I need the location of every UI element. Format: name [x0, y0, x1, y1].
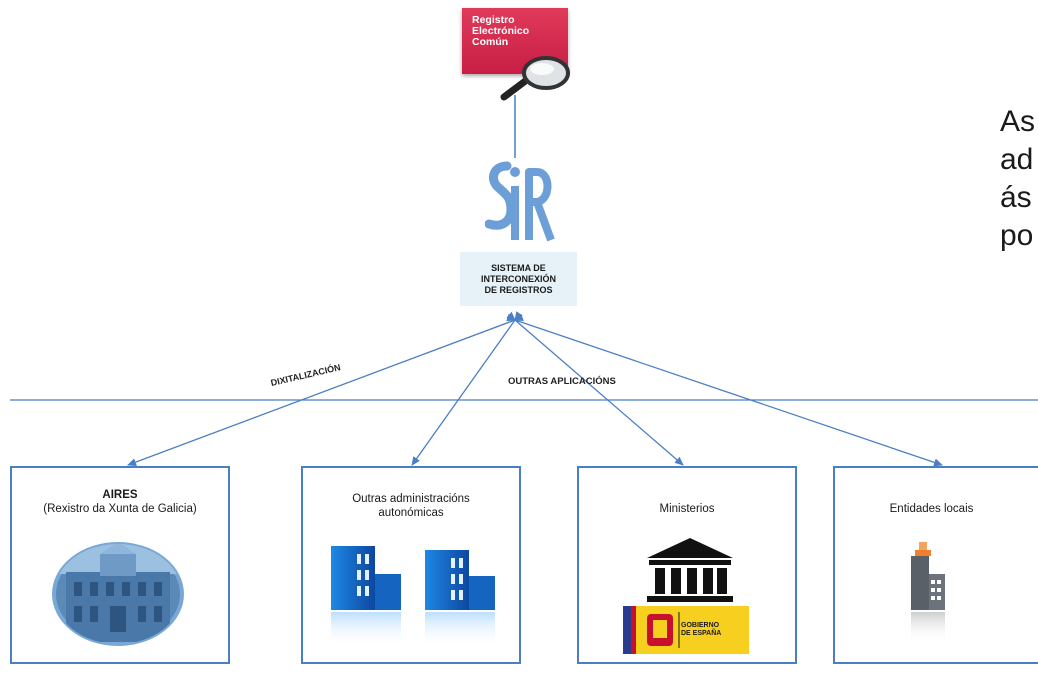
registro-line-1: Registro [472, 14, 515, 26]
aires-building-icon [52, 542, 184, 646]
side-text: As ad ás po [1000, 103, 1035, 255]
arrow-sir-to-entidades [506, 313, 943, 467]
card-entidades-locais: Entidades locais [833, 466, 1038, 664]
gobierno-line-2: DE ESPAÑA [681, 630, 722, 637]
gobierno-text: GOBIERNO DE ESPAÑA [681, 622, 721, 638]
outras-aplicacions-label: OUTRAS APLICACIÓNS [508, 376, 616, 387]
card-aires-title: AIRES (Rexistro da Xunta de Galicia) [12, 488, 228, 516]
card-outras-administracions: Outras administracións autonómicas [301, 466, 521, 664]
arrow-sir-to-ministerios [506, 311, 684, 466]
buildings-icon [331, 546, 495, 648]
aires-subtitle: (Rexistro da Xunta de Galicia) [43, 503, 197, 515]
sir-label-line-3: DE REGISTROS [484, 284, 553, 295]
side-text-line-2: ad [1000, 143, 1034, 176]
sir-logo [485, 161, 555, 242]
registro-line-3: Común [472, 36, 509, 48]
card-aires: AIRES (Rexistro da Xunta de Galicia) [10, 466, 230, 664]
sir-label-line-1: SISTEMA DE [491, 262, 546, 273]
outras-title-line-1: Outras administracións [352, 493, 470, 505]
sir-label-box: SISTEMA DE INTERCONEXIÓN DE REGISTROS [460, 252, 577, 306]
local-building-icon [911, 542, 945, 644]
registro-text: Registro Electrónico Común [472, 15, 562, 48]
magnifier-icon [500, 56, 570, 101]
sir-label-line-2: INTERCONEXIÓN [480, 273, 556, 284]
outras-title-line-2: autonómicas [378, 507, 444, 519]
gobierno-line-1: GOBIERNO [681, 622, 720, 629]
card-entidades-title: Entidades locais [835, 502, 1028, 516]
card-outras-title: Outras administracións autonómicas [303, 492, 519, 520]
side-text-line-4: po [1000, 219, 1034, 252]
entidades-title: Entidades locais [889, 503, 974, 515]
gobierno-espana-flag-icon [623, 606, 749, 654]
government-building-icon [647, 538, 733, 602]
aires-title: AIRES [102, 489, 138, 501]
side-text-line-1: As [1000, 105, 1036, 138]
card-ministerios: Ministerios [577, 466, 797, 664]
arrow-outras-to-sir [411, 311, 523, 466]
registro-line-2: Electrónico [472, 25, 530, 37]
ministerios-title: Ministerios [659, 503, 715, 515]
side-text-line-3: ás [1000, 181, 1032, 214]
card-ministerios-title: Ministerios [579, 502, 795, 516]
arrow-aires-to-sir [127, 313, 524, 466]
sir-label: SISTEMA DE INTERCONEXIÓN DE REGISTROS [481, 263, 556, 296]
